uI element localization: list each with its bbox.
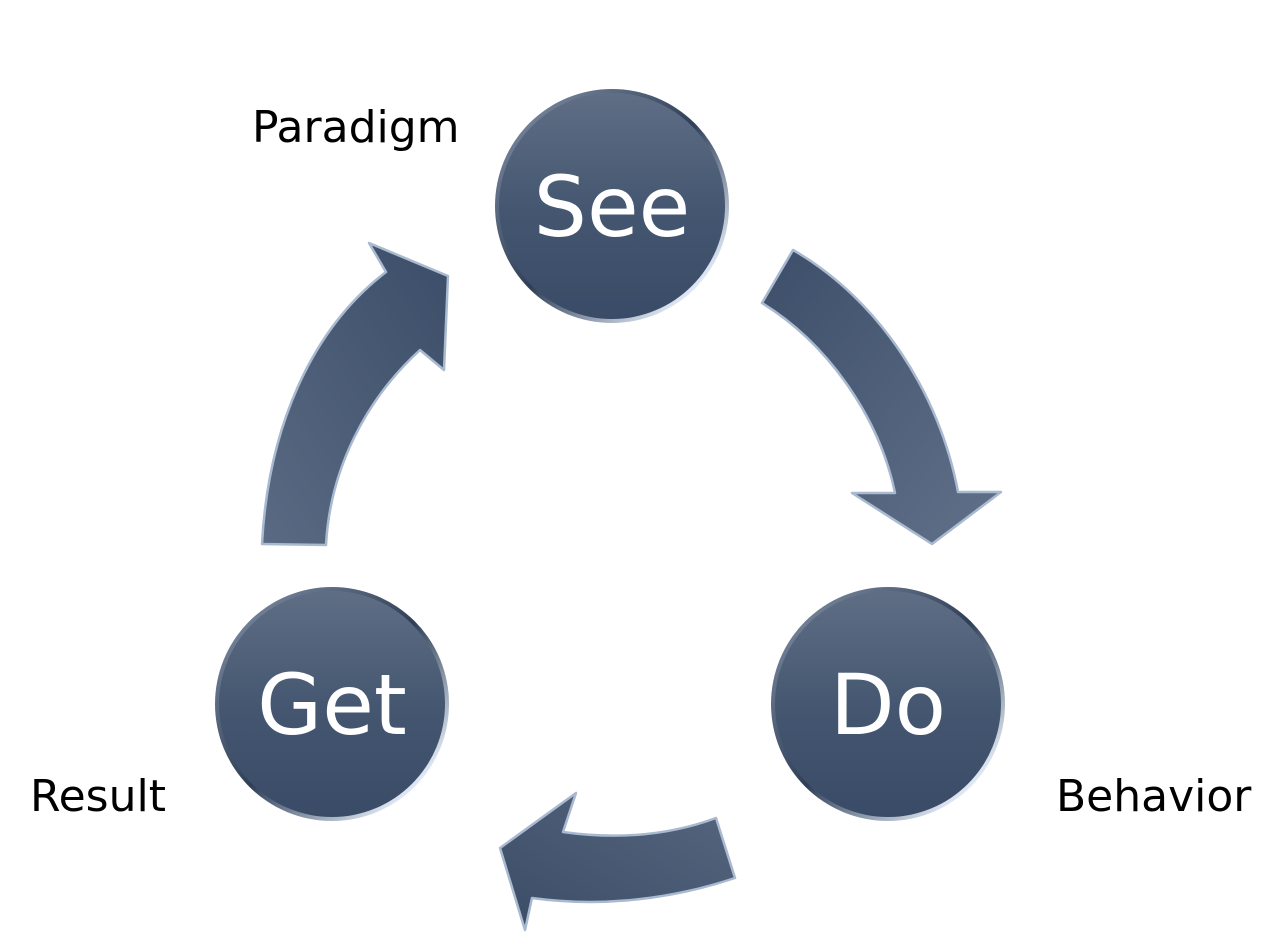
node-get: Get [215,587,449,821]
arrow-do-to-get [498,791,737,932]
node-see-label: See [534,158,691,256]
node-get-label: Get [257,656,407,754]
arrow-get-to-see [260,241,450,547]
arrow-see-to-do [760,248,1003,546]
node-see: See [495,89,729,323]
node-do-label: Do [830,656,946,754]
label-result: Result [30,771,166,822]
label-paradigm: Paradigm [252,102,460,153]
label-behavior: Behavior [1056,771,1252,822]
node-do: Do [771,587,1005,821]
